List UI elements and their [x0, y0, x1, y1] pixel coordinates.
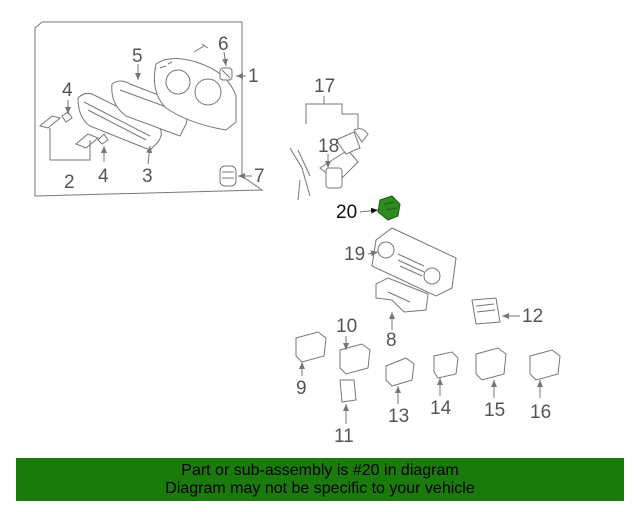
callout-19: 19: [344, 244, 365, 265]
callout-10: 10: [336, 316, 357, 337]
info-banner: Part or sub-assembly is #20 in diagram D…: [16, 458, 624, 501]
callout-14: 14: [430, 398, 452, 419]
lamp-socket: [219, 165, 237, 187]
callout-7: 7: [254, 166, 265, 187]
instrument-cluster: [153, 58, 237, 131]
banner-line-2: Diagram may not be specific to your vehi…: [165, 479, 475, 497]
banner-line-1: Part or sub-assembly is #20 in diagram: [181, 461, 459, 479]
cluster-group-box: [34, 21, 264, 197]
switch-parts: [295, 331, 561, 403]
bulb-socket: [219, 67, 233, 81]
callout-15: 15: [484, 400, 505, 421]
screw-part: [193, 43, 209, 53]
panel-bracket: [375, 277, 429, 313]
bracket-parts: [38, 111, 109, 149]
callout-4b: 4: [98, 166, 109, 187]
climate-control-panel: [371, 227, 457, 297]
callouts: 1 2 3 4 4 5 6 7 8 9 10 11 12 13 14 15 16…: [62, 34, 551, 447]
callout-9: 9: [296, 378, 307, 399]
callout-8: 8: [386, 330, 397, 351]
callout-17: 17: [314, 76, 335, 97]
switch-assembly: [289, 128, 369, 201]
callout-11: 11: [334, 426, 354, 447]
parts-diagram: 1 2 3 4 4 5 6 7 8 9 10 11 12 13 14 15 16…: [34, 21, 561, 447]
callout-5: 5: [132, 46, 143, 67]
highlighted-part-20: [377, 195, 401, 221]
callout-16: 16: [530, 402, 551, 423]
callout-13: 13: [388, 406, 409, 427]
cluster-bezel: [77, 92, 162, 151]
callout-4a: 4: [62, 80, 73, 101]
callout-6: 6: [218, 34, 229, 55]
callout-12: 12: [522, 306, 543, 327]
callout-3: 3: [142, 166, 153, 187]
leader-lines: [49, 51, 543, 424]
part-12: [471, 297, 501, 325]
callout-20: 20: [336, 202, 357, 223]
callout-18: 18: [318, 136, 339, 157]
callout-2: 2: [64, 172, 75, 193]
callout-1: 1: [248, 66, 259, 87]
